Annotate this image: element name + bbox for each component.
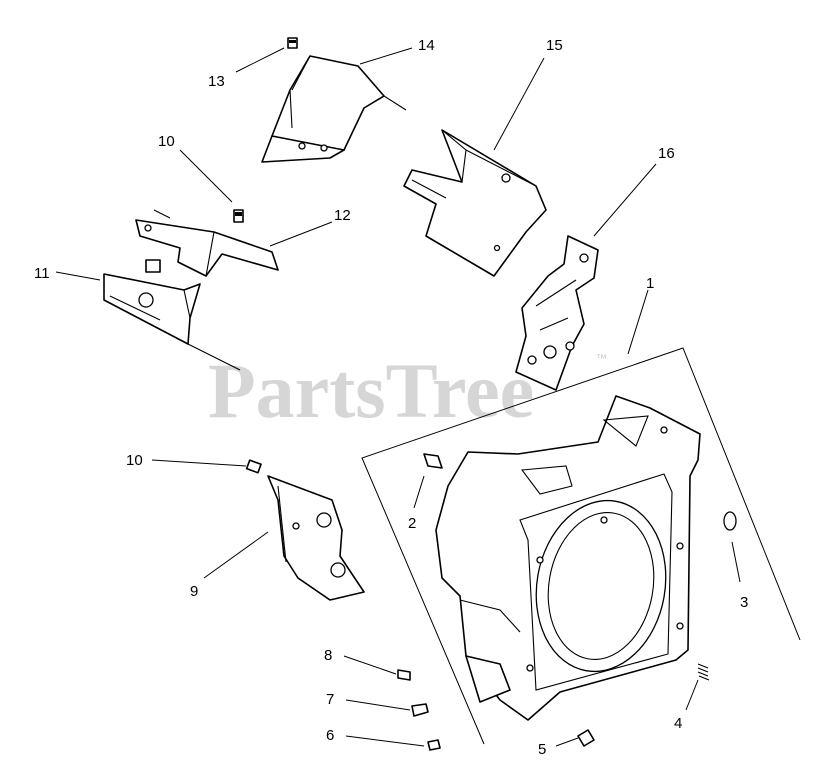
part-2-clip (423, 453, 443, 469)
callout-14: 14 (418, 37, 435, 54)
callout-6: 6 (326, 727, 334, 744)
part-4-spring (697, 663, 710, 681)
part-10-screw-lower (245, 459, 262, 474)
callout-7: 7 (326, 691, 334, 708)
part-9-baffle (267, 475, 365, 601)
callout-4: 4 (674, 715, 682, 732)
callout-10-upper: 10 (158, 133, 175, 150)
watermark-trademark: ™ (596, 353, 607, 365)
part-7-screw (411, 703, 429, 717)
part-13-screw (287, 37, 298, 49)
part-3-ring (723, 511, 737, 531)
callout-13: 13 (208, 73, 225, 90)
part-5-nut (577, 729, 595, 747)
part-1-blower-housing (435, 395, 701, 721)
callout-12: 12 (334, 207, 351, 224)
callout-3: 3 (740, 594, 748, 611)
callout-15: 15 (546, 37, 563, 54)
part-14-shroud (261, 55, 407, 163)
leader-lines (55, 47, 741, 747)
part-12-baffle (135, 209, 279, 277)
assembly-boundary (361, 347, 801, 745)
part-11-baffle (103, 273, 241, 371)
callout-8: 8 (324, 647, 332, 664)
callout-labels: 1 2 3 4 5 6 7 8 9 10 10 11 12 13 14 15 1… (34, 37, 748, 758)
callout-2: 2 (408, 515, 416, 532)
part-10-screw-upper (233, 209, 244, 223)
watermark-text: PartsTree (208, 347, 534, 434)
callout-1: 1 (646, 275, 654, 292)
callout-5: 5 (538, 741, 546, 758)
part-16-bracket (515, 235, 599, 391)
watermark: PartsTree ™ (208, 347, 607, 434)
part-15-shield (403, 129, 547, 277)
part-6-screw (427, 739, 441, 751)
callout-9: 9 (190, 583, 198, 600)
callout-16: 16 (658, 145, 675, 162)
part-8-screw (397, 669, 411, 681)
callout-11: 11 (34, 265, 50, 282)
callout-10-lower: 10 (126, 452, 143, 469)
